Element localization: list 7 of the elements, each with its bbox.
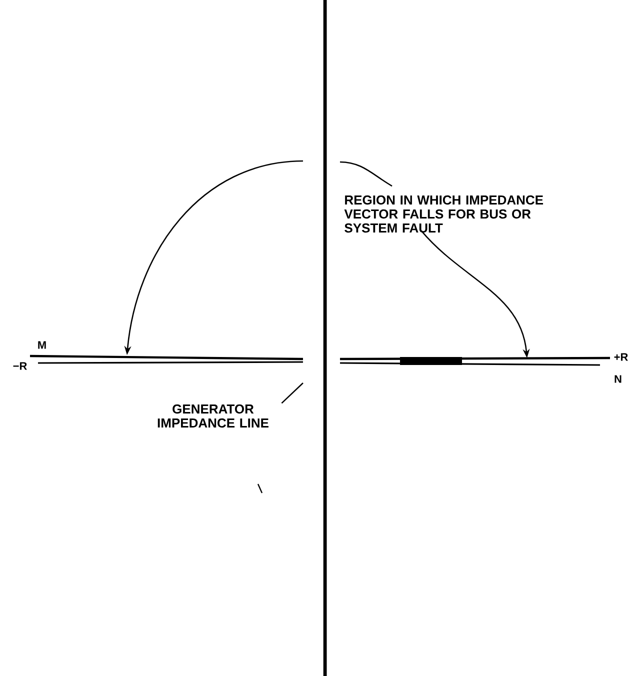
text-label: GENERATOR IMPEDANCE LINE — [158, 404, 268, 428]
text-label: REGION IN WHICH IMPEDANCE VECTOR FALLS FOR BUS OR SYSTEM FAULT — [344, 195, 544, 233]
axis-label: N — [614, 375, 622, 383]
leader-line — [281, 382, 304, 404]
axis-label: −R — [13, 362, 27, 370]
axis-label: M — [38, 341, 46, 349]
axis-label: +R — [614, 353, 628, 361]
